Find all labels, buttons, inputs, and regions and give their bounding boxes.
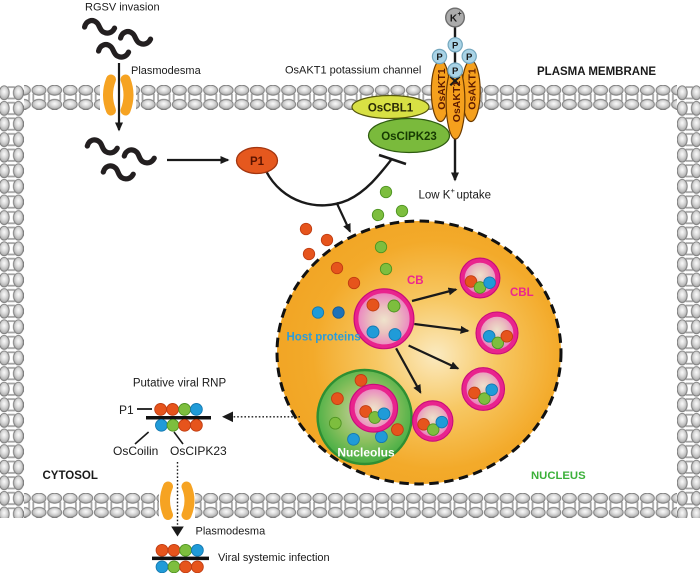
svg-text:P: P — [436, 52, 443, 63]
svg-text:P: P — [452, 66, 459, 77]
svg-text:OsAKT1: OsAKT1 — [467, 68, 479, 110]
svg-text:OsCIPK23: OsCIPK23 — [170, 444, 227, 458]
svg-text:Host proteins: Host proteins — [287, 332, 361, 344]
svg-text:CBL: CBL — [510, 287, 534, 299]
svg-text:P: P — [452, 40, 459, 51]
svg-text:Viral systemic infection: Viral systemic infection — [218, 552, 330, 564]
svg-text:P: P — [466, 52, 473, 63]
svg-text:NUCLEUS: NUCLEUS — [531, 470, 586, 482]
svg-text:+: + — [451, 186, 456, 195]
svg-text:OsAKT1: OsAKT1 — [436, 68, 448, 110]
svg-text:OsCBL1: OsCBL1 — [368, 103, 414, 115]
svg-text:Plasmodesma: Plasmodesma — [131, 65, 202, 77]
svg-text:K: K — [450, 14, 458, 25]
svg-text:CB: CB — [407, 275, 424, 287]
svg-text:OsAKT1 potassium channel: OsAKT1 potassium channel — [285, 65, 421, 77]
svg-text:OsCoilin: OsCoilin — [113, 444, 158, 458]
svg-text:OsCIPK23: OsCIPK23 — [381, 131, 437, 143]
svg-text:P1: P1 — [250, 156, 265, 168]
svg-text:CYTOSOL: CYTOSOL — [43, 470, 98, 482]
svg-text:Putative viral RNP: Putative viral RNP — [133, 378, 227, 390]
svg-text:RGSV invasion: RGSV invasion — [85, 2, 160, 14]
svg-text:PLASMA MEMBRANE: PLASMA MEMBRANE — [537, 66, 656, 78]
svg-text:uptake: uptake — [457, 190, 492, 202]
svg-text:P1: P1 — [119, 403, 134, 417]
svg-text:Nucleolus: Nucleolus — [337, 446, 395, 460]
svg-text:+: + — [457, 11, 461, 18]
svg-text:Low K: Low K — [419, 190, 451, 202]
svg-text:Plasmodesma: Plasmodesma — [196, 526, 267, 538]
svg-text:OsAKT1: OsAKT1 — [451, 81, 463, 123]
